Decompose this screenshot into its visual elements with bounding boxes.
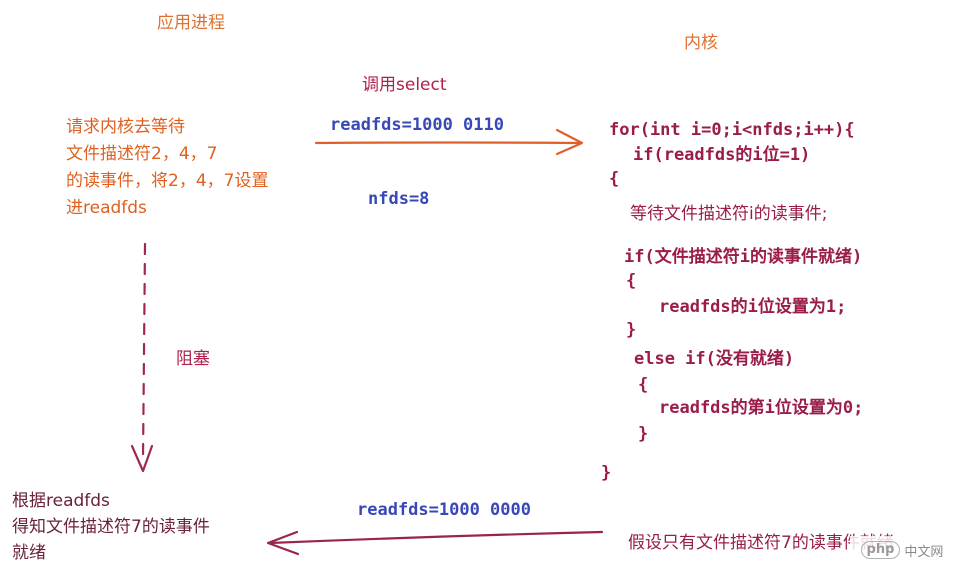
assumption-caption: 假设只有文件描述符7的读事件就绪 [628, 533, 894, 553]
code-line-5: if(文件描述符i的读事件就绪) [624, 247, 863, 267]
code-line-9: else if(没有就绪) [634, 349, 795, 369]
arrow-to-app [266, 530, 604, 556]
code-line-2: if(readfds的i位=1) [633, 145, 811, 165]
result-line-2: 得知文件描述符7的读事件 [12, 517, 210, 537]
arrow-blocking [130, 242, 154, 473]
nfds-label: nfds=8 [368, 189, 430, 209]
code-line-11: readfds的第i位设置为0; [659, 398, 864, 418]
app-process-title: 应用进程 [157, 13, 225, 33]
kernel-title: 内核 [684, 33, 718, 53]
code-line-7: readfds的i位设置为1; [659, 297, 847, 317]
code-line-1: for(int i=0;i<nfds;i++){ [609, 120, 855, 140]
readfds-out-label: readfds=1000 0000 [357, 500, 531, 520]
watermark-logo: php [860, 541, 901, 559]
watermark-text: 中文网 [904, 544, 944, 560]
call-select-caption: 调用select [362, 75, 447, 95]
code-line-12: } [638, 424, 649, 444]
watermark: php 中文网 [850, 536, 954, 564]
result-line-3: 就绪 [12, 543, 46, 563]
request-line-2: 文件描述符2，4，7 [66, 144, 218, 164]
request-line-1: 请求内核去等待 [66, 117, 185, 137]
result-line-1: 根据readfds [12, 491, 110, 511]
arrow-to-kernel [314, 128, 584, 156]
code-line-10: { [638, 375, 649, 395]
code-line-4: 等待文件描述符i的读事件; [630, 204, 828, 224]
code-line-8: } [626, 320, 637, 340]
readfds-in-label: readfds=1000 0110 [330, 115, 504, 135]
code-line-6: { [626, 271, 637, 291]
request-line-4: 进readfds [66, 198, 147, 218]
request-line-3: 的读事件，将2，4，7设置 [66, 171, 269, 191]
code-line-3: { [609, 169, 620, 189]
blocked-label: 阻塞 [176, 349, 210, 369]
code-line-13: } [601, 463, 612, 483]
